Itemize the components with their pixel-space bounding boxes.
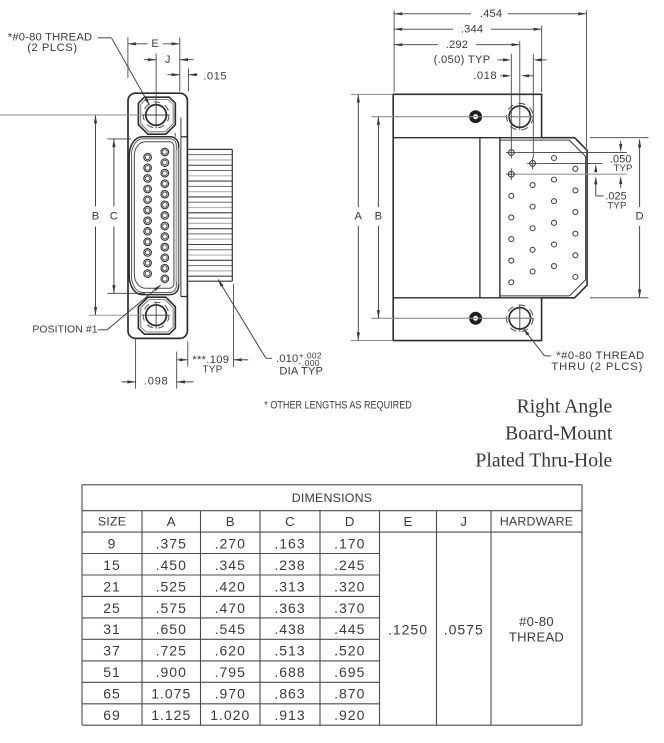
svg-text:.015: .015 bbox=[203, 70, 227, 82]
svg-text:(2 PLCS): (2 PLCS) bbox=[27, 42, 77, 54]
svg-text:1.125: 1.125 bbox=[151, 707, 191, 723]
svg-text:.795: .795 bbox=[215, 664, 246, 680]
svg-text:Plated Thru-Hole: Plated Thru-Hole bbox=[475, 450, 612, 472]
svg-text:.025: .025 bbox=[605, 190, 627, 202]
svg-text:.920: .920 bbox=[334, 707, 365, 723]
svg-text:21: 21 bbox=[103, 578, 121, 594]
svg-text:SIZE: SIZE bbox=[98, 515, 126, 529]
svg-text:C: C bbox=[285, 514, 295, 529]
svg-text:B: B bbox=[226, 514, 235, 529]
svg-text:65: 65 bbox=[103, 686, 121, 702]
svg-text:.238: .238 bbox=[274, 557, 305, 573]
svg-text:51: 51 bbox=[103, 664, 121, 680]
svg-text:.454: .454 bbox=[480, 8, 502, 20]
svg-text:C: C bbox=[110, 211, 118, 223]
svg-text:.913: .913 bbox=[274, 707, 305, 723]
svg-text:Board-Mount: Board-Mount bbox=[505, 422, 613, 444]
svg-text:-.000: -.000 bbox=[299, 358, 320, 368]
svg-text:.018: .018 bbox=[473, 70, 497, 82]
svg-text:9: 9 bbox=[108, 535, 117, 551]
svg-text:.900: .900 bbox=[156, 664, 187, 680]
svg-text:1.075: 1.075 bbox=[151, 686, 191, 702]
svg-text:.320: .320 bbox=[334, 578, 365, 594]
svg-text:.375: .375 bbox=[156, 535, 187, 551]
svg-text:+.002: +.002 bbox=[299, 351, 322, 361]
svg-text:* OTHER LENGTHS AS REQUIRED: * OTHER LENGTHS AS REQUIRED bbox=[264, 400, 412, 412]
svg-text:POSITION #1: POSITION #1 bbox=[32, 324, 97, 335]
svg-text:.420: .420 bbox=[215, 578, 246, 594]
svg-text:DIA TYP: DIA TYP bbox=[279, 366, 323, 378]
svg-text:D: D bbox=[345, 514, 355, 529]
svg-text:THREAD: THREAD bbox=[509, 630, 564, 645]
svg-text:#0-80: #0-80 bbox=[519, 614, 554, 629]
svg-text:D: D bbox=[635, 211, 643, 223]
svg-text:A: A bbox=[354, 211, 362, 223]
svg-text:THRU (2 PLCS): THRU (2 PLCS) bbox=[551, 361, 643, 373]
svg-text:.1250: .1250 bbox=[388, 621, 428, 637]
svg-text:B: B bbox=[92, 211, 100, 223]
svg-text:A: A bbox=[167, 514, 176, 529]
svg-text:TYP: TYP bbox=[607, 201, 626, 212]
svg-text:.513: .513 bbox=[274, 643, 305, 659]
svg-text:TYP: TYP bbox=[614, 163, 633, 174]
svg-text:.525: .525 bbox=[156, 578, 187, 594]
svg-text:.470: .470 bbox=[215, 600, 246, 616]
svg-text:1.020: 1.020 bbox=[210, 707, 250, 723]
svg-text:E: E bbox=[404, 514, 413, 529]
svg-text:J: J bbox=[460, 514, 467, 529]
svg-text:(.050) TYP: (.050) TYP bbox=[434, 54, 491, 66]
svg-text:.270: .270 bbox=[215, 535, 246, 551]
svg-text:.170: .170 bbox=[334, 535, 365, 551]
svg-text:.620: .620 bbox=[215, 643, 246, 659]
svg-text:69: 69 bbox=[103, 707, 121, 723]
svg-text:*#0-80 THREAD: *#0-80 THREAD bbox=[8, 32, 92, 44]
svg-text:25: 25 bbox=[103, 600, 121, 616]
svg-text:***.109: ***.109 bbox=[192, 354, 229, 366]
svg-text:TYP: TYP bbox=[203, 364, 223, 375]
svg-text:.725: .725 bbox=[156, 643, 187, 659]
svg-text:.363: .363 bbox=[274, 600, 305, 616]
svg-text:.050: .050 bbox=[610, 154, 632, 166]
svg-text:.863: .863 bbox=[274, 686, 305, 702]
svg-text:.545: .545 bbox=[215, 621, 246, 637]
svg-text:.344: .344 bbox=[461, 23, 483, 35]
svg-text:DIMENSIONS: DIMENSIONS bbox=[292, 491, 372, 505]
svg-text:Right Angle: Right Angle bbox=[517, 395, 613, 417]
svg-text:.098: .098 bbox=[144, 376, 168, 388]
svg-text:.438: .438 bbox=[274, 621, 305, 637]
svg-text:.292: .292 bbox=[446, 39, 468, 51]
svg-text:.650: .650 bbox=[156, 621, 187, 637]
svg-text:.345: .345 bbox=[215, 557, 246, 573]
svg-text:31: 31 bbox=[103, 621, 121, 637]
svg-text:.970: .970 bbox=[215, 686, 246, 702]
svg-text:.245: .245 bbox=[334, 557, 365, 573]
svg-text:.688: .688 bbox=[274, 664, 305, 680]
svg-text:.870: .870 bbox=[334, 686, 365, 702]
svg-text:37: 37 bbox=[103, 643, 121, 659]
svg-text:.0575: .0575 bbox=[444, 621, 484, 637]
svg-text:.695: .695 bbox=[334, 664, 365, 680]
svg-text:15: 15 bbox=[103, 557, 121, 573]
svg-text:.370: .370 bbox=[334, 600, 365, 616]
svg-text:*#0-80 THREAD: *#0-80 THREAD bbox=[556, 350, 644, 362]
svg-text:.520: .520 bbox=[334, 643, 365, 659]
svg-text:.575: .575 bbox=[156, 600, 187, 616]
svg-text:HARDWARE: HARDWARE bbox=[500, 515, 573, 529]
svg-text:.313: .313 bbox=[274, 578, 305, 594]
svg-text:.163: .163 bbox=[274, 535, 305, 551]
svg-text:E: E bbox=[151, 38, 159, 50]
svg-text:B: B bbox=[375, 211, 383, 223]
svg-text:.450: .450 bbox=[156, 557, 187, 573]
svg-text:.010: .010 bbox=[276, 353, 298, 365]
svg-text:J: J bbox=[165, 54, 171, 66]
svg-text:.445: .445 bbox=[334, 621, 365, 637]
